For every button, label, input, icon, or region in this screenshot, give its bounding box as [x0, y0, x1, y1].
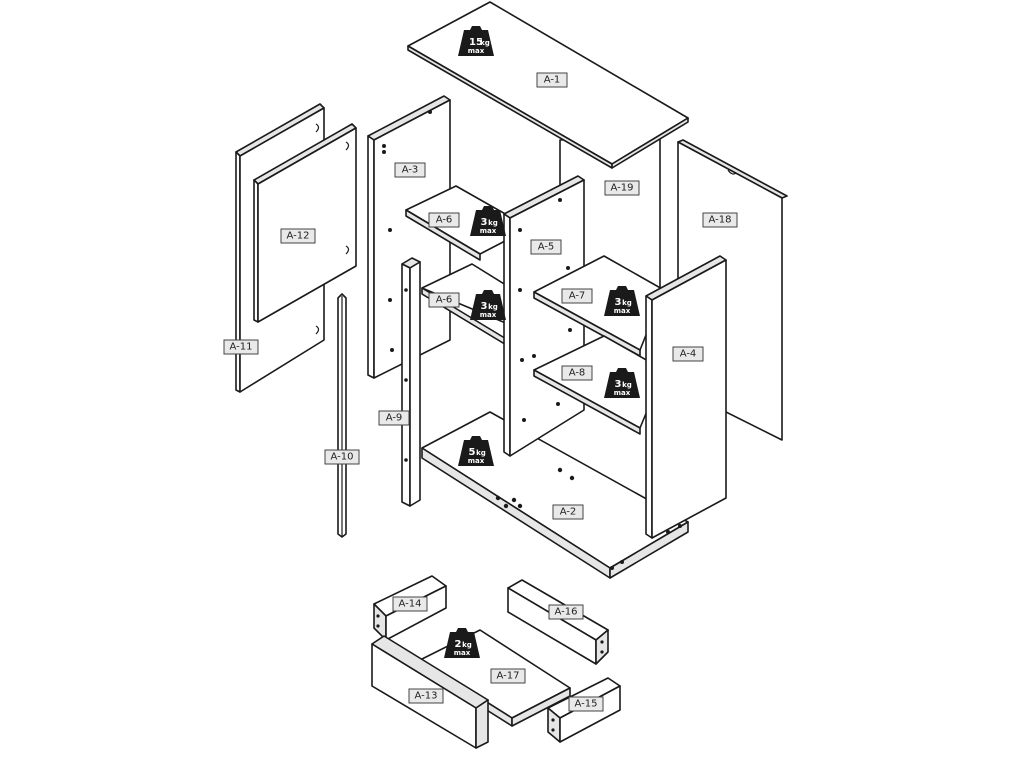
svg-text:A-8: A-8 — [569, 368, 586, 379]
weight-note: max — [614, 389, 631, 397]
svg-text:A-9: A-9 — [386, 413, 403, 424]
weight-icon-a17: 2 kg max — [444, 628, 480, 658]
svg-text:A-6: A-6 — [436, 215, 453, 226]
weight-icon-a7: 3 kg max — [604, 286, 640, 316]
weight-icon-a2: 5 kg max — [458, 436, 494, 466]
svg-text:A-3: A-3 — [402, 165, 419, 176]
label-a6-upper: A-6 — [428, 212, 460, 228]
weight-note: max — [480, 227, 497, 235]
weight-unit: kg — [488, 219, 498, 227]
svg-text:A-11: A-11 — [230, 342, 253, 353]
weight-value: 2 — [455, 639, 462, 650]
label-a6-lower: A-6 — [428, 292, 460, 308]
label-a11: A-11 — [223, 339, 259, 355]
label-a9: A-9 — [378, 410, 410, 426]
weight-icon-a1: 15 kg max — [458, 26, 494, 56]
svg-text:A-7: A-7 — [569, 291, 586, 302]
door-a12 — [253, 123, 357, 323]
weight-note: max — [614, 307, 631, 315]
label-a17: A-17 — [490, 668, 526, 684]
svg-text:A-18: A-18 — [709, 215, 732, 226]
svg-text:A-14: A-14 — [399, 599, 422, 610]
label-a8: A-8 — [561, 365, 593, 381]
svg-text:A-2: A-2 — [560, 507, 577, 518]
label-a13: A-13 — [408, 688, 444, 704]
svg-text:A-15: A-15 — [575, 699, 598, 710]
label-a18: A-18 — [702, 212, 738, 228]
weight-unit: kg — [488, 303, 498, 311]
label-a3: A-3 — [394, 162, 426, 178]
weight-icon-a6-upper: 3 kg max — [470, 206, 506, 236]
panel-a3 — [367, 95, 451, 379]
weight-unit: kg — [622, 381, 632, 389]
svg-text:A-4: A-4 — [680, 349, 697, 360]
weight-note: max — [468, 457, 485, 465]
label-a1: A-1 — [536, 72, 568, 88]
label-a19: A-19 — [604, 180, 640, 196]
weight-note: max — [480, 311, 497, 319]
svg-text:A-19: A-19 — [611, 183, 634, 194]
label-a2: A-2 — [552, 504, 584, 520]
weight-value: 3 — [615, 297, 622, 308]
weight-value: 3 — [481, 217, 488, 228]
drawer-a14 — [373, 575, 447, 641]
weight-unit: kg — [476, 449, 486, 457]
drawer-a16 — [507, 579, 609, 665]
weight-note: max — [454, 649, 471, 657]
svg-text:A-12: A-12 — [287, 231, 310, 242]
label-a7: A-7 — [561, 288, 593, 304]
svg-text:A-5: A-5 — [538, 242, 555, 253]
weight-note: max — [468, 47, 485, 55]
weight-value: 3 — [481, 301, 488, 312]
label-a15: A-15 — [568, 696, 604, 712]
weight-unit: kg — [622, 299, 632, 307]
svg-text:A-6: A-6 — [436, 295, 453, 306]
label-a14: A-14 — [392, 596, 428, 612]
label-a5: A-5 — [530, 239, 562, 255]
label-a10: A-10 — [324, 449, 360, 465]
weight-value: 5 — [469, 447, 476, 458]
label-a4: A-4 — [672, 346, 704, 362]
panel-a9 — [401, 257, 421, 507]
shelf-a7 — [533, 255, 665, 357]
svg-text:A-10: A-10 — [331, 452, 354, 463]
weight-value: 3 — [615, 379, 622, 390]
svg-text:A-13: A-13 — [415, 691, 438, 702]
svg-text:A-16: A-16 — [555, 607, 578, 618]
weight-icon-a8: 3 kg max — [604, 368, 640, 398]
panel-a4 — [645, 255, 727, 539]
weight-value: 15 — [469, 37, 483, 48]
shelf-a6-upper — [405, 185, 531, 261]
weight-icon-a6-lower: 3 kg max — [470, 290, 506, 320]
svg-text:A-17: A-17 — [497, 671, 520, 682]
label-a16: A-16 — [548, 604, 584, 620]
svg-text:A-1: A-1 — [544, 75, 561, 86]
label-a12: A-12 — [280, 228, 316, 244]
part-a10 — [337, 293, 347, 538]
weight-unit: kg — [462, 641, 472, 649]
weight-unit: kg — [480, 39, 490, 47]
